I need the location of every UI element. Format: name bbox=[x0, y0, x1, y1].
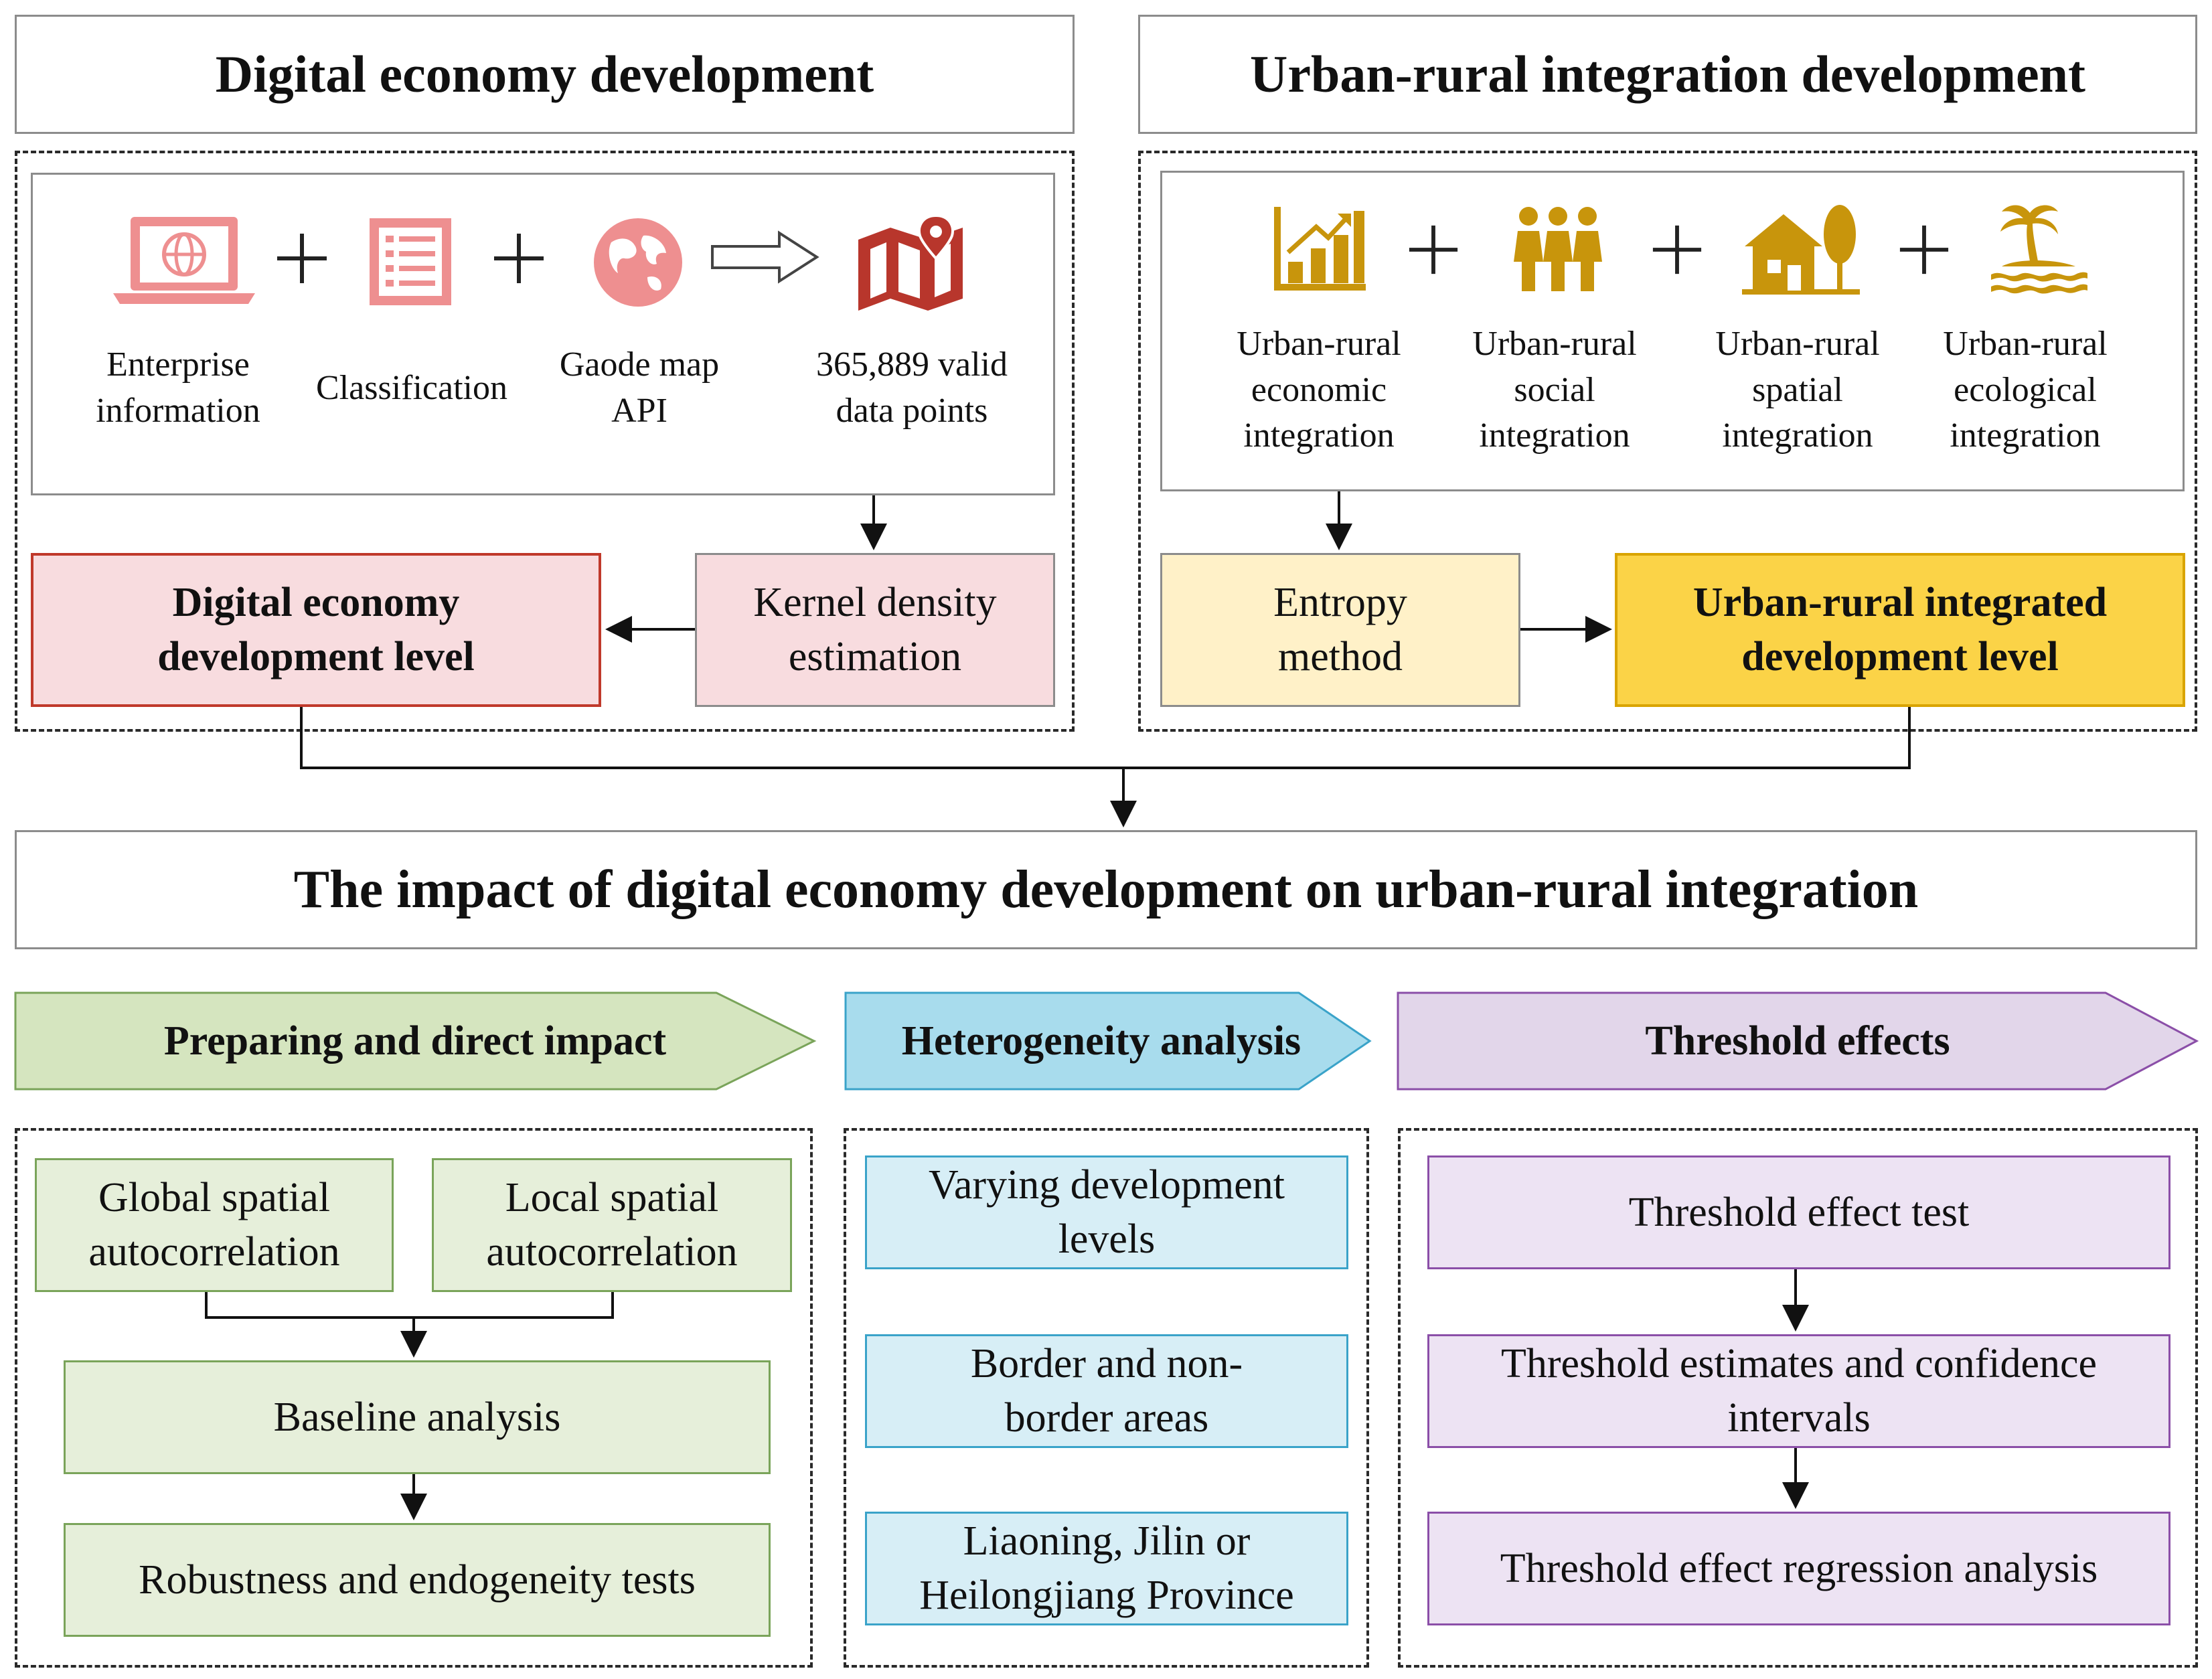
threshold-effect-test-box: Threshold effect test bbox=[1427, 1155, 2170, 1269]
preparing-panel bbox=[15, 1128, 813, 1668]
phase-arrow-heterogeneity bbox=[844, 991, 1372, 1091]
heterogeneity-panel bbox=[844, 1128, 1369, 1668]
plus-icon bbox=[277, 234, 327, 283]
urban-rural-panel bbox=[1138, 151, 2197, 732]
urban-rural-header: Urban-rural integration development bbox=[1138, 15, 2197, 134]
digital-economy-panel bbox=[15, 151, 1075, 732]
varying-development-levels-box: Varying development levels bbox=[865, 1155, 1348, 1269]
bar-chart-growth-icon bbox=[1274, 207, 1366, 291]
provinces-box: Liaoning, Jilin or Heilongjiang Province bbox=[865, 1512, 1348, 1625]
gaode-map-api-label: Gaode map API bbox=[559, 345, 720, 430]
phase-arrow-preparing bbox=[14, 991, 817, 1091]
classification-label: Classification bbox=[316, 368, 507, 407]
threshold-panel bbox=[1398, 1128, 2198, 1668]
people-group-icon bbox=[1514, 207, 1602, 291]
digital-economy-header: Digital economy development bbox=[15, 15, 1075, 134]
local-spatial-autocorrelation-box: Local spatial autocorrelation bbox=[432, 1158, 792, 1292]
map-pin-icon bbox=[858, 214, 963, 311]
laptop-globe-icon bbox=[113, 217, 255, 304]
island-palm-icon bbox=[1991, 205, 2087, 294]
phase-title-threshold: Threshold effects bbox=[1645, 1018, 1950, 1064]
globe-map-icon bbox=[594, 218, 682, 307]
plus-icon bbox=[1652, 225, 1702, 274]
merge-autocorrelation bbox=[205, 1292, 614, 1319]
plus-icon bbox=[1409, 225, 1458, 274]
merge-line bbox=[300, 707, 1911, 769]
digital-economy-level-box: Digital economy development level bbox=[31, 553, 601, 707]
ecological-integration-label: Urban-rural ecological integration bbox=[1943, 325, 2108, 455]
economic-integration-label: Urban-rural economic integration bbox=[1237, 325, 1401, 455]
list-document-icon bbox=[370, 218, 451, 305]
urban-rural-level-box: Urban-rural integrated development level bbox=[1615, 553, 2185, 707]
social-integration-label: Urban-rural social integration bbox=[1472, 325, 1637, 455]
entropy-method-box: Entropy method bbox=[1160, 553, 1520, 707]
spatial-integration-label: Urban-rural spatial integration bbox=[1715, 325, 1880, 455]
valid-data-points-label: 365,889 valid data points bbox=[816, 345, 1008, 430]
global-spatial-autocorrelation-box: Global spatial autocorrelation bbox=[35, 1158, 394, 1292]
phase-arrow-threshold bbox=[1397, 991, 2199, 1091]
baseline-analysis-box: Baseline analysis bbox=[64, 1360, 771, 1474]
phase-title-heterogeneity: Heterogeneity analysis bbox=[901, 1018, 1301, 1064]
arrow-right-outline-icon bbox=[711, 230, 819, 284]
kernel-density-estimation-box: Kernel density estimation bbox=[695, 553, 1055, 707]
plus-icon bbox=[1899, 225, 1949, 274]
threshold-regression-box: Threshold effect regression analysis bbox=[1427, 1512, 2170, 1625]
phase-title-preparing: Preparing and direct impact bbox=[163, 1018, 667, 1064]
robustness-endogeneity-box: Robustness and endogeneity tests bbox=[64, 1523, 771, 1637]
threshold-estimates-box: Threshold estimates and confidence inter… bbox=[1427, 1334, 2170, 1448]
border-non-border-box: Border and non- border areas bbox=[865, 1334, 1348, 1448]
impact-title: The impact of digital economy developmen… bbox=[15, 830, 2197, 949]
plus-icon bbox=[494, 234, 544, 283]
enterprise-information-label: Enterprise information bbox=[96, 345, 260, 430]
house-tree-icon bbox=[1742, 205, 1860, 295]
